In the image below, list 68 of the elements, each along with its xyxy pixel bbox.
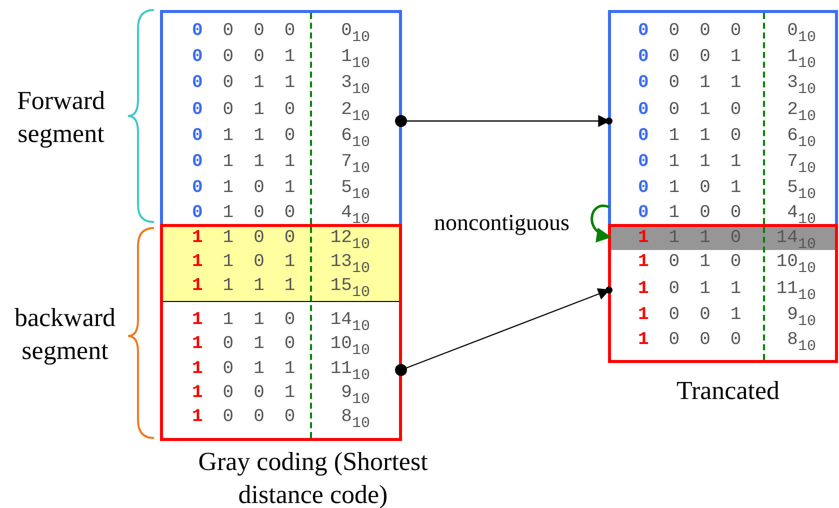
shaded-row [611, 227, 835, 250]
decimal-value: 0$_{10}$ [340, 20, 370, 42]
decimal-value: 15$_{10}$ [329, 275, 370, 297]
decimal-value: 8$_{10}$ [786, 329, 816, 351]
bit-pattern: 0 1 1 0 [638, 125, 746, 147]
bit-pattern: 1 0 1 1 [638, 278, 746, 300]
bit-pattern: 0 1 1 0 [192, 125, 300, 147]
bit-pattern: 0 0 0 0 [192, 20, 300, 42]
bit-pattern: 0 0 0 1 [192, 46, 300, 68]
decimal-value: 3$_{10}$ [786, 72, 816, 94]
decimal-value: 2$_{10}$ [786, 99, 816, 121]
bit-pattern: 0 1 0 1 [192, 177, 300, 199]
bit-pattern: 0 0 0 1 [638, 46, 746, 68]
decimal-value: 13$_{10}$ [329, 251, 370, 273]
decimal-value: 7$_{10}$ [340, 151, 370, 173]
bit-pattern: 0 0 0 0 [638, 20, 746, 42]
decimal-value: 8$_{10}$ [340, 406, 370, 428]
bit-pattern: 1 1 0 0 [192, 227, 300, 249]
bit-pattern: 0 1 0 0 [638, 202, 746, 224]
decimal-value: 6$_{10}$ [786, 125, 816, 147]
decimal-value: 9$_{10}$ [786, 304, 816, 326]
decimal-value: 1$_{10}$ [786, 46, 816, 68]
bit-pattern: 1 0 0 0 [192, 406, 300, 428]
highlighted-rows [163, 227, 399, 302]
decimal-value: 14$_{10}$ [775, 227, 816, 249]
bit-pattern: 0 1 1 1 [192, 151, 300, 173]
text-label: Forward segment [16, 85, 106, 150]
decimal-value: 4$_{10}$ [340, 202, 370, 224]
decimal-value: 0$_{10}$ [786, 20, 816, 42]
decimal-value: 11$_{10}$ [775, 278, 816, 300]
bit-pattern: 0 1 0 0 [192, 202, 300, 224]
bit-pattern: 1 0 0 0 [638, 329, 746, 351]
bit-pattern: 0 0 1 1 [638, 72, 746, 94]
table-box [160, 224, 402, 441]
table-box [608, 224, 838, 363]
decimal-value: 3$_{10}$ [340, 72, 370, 94]
arrow [395, 115, 612, 127]
bit-pattern: 1 0 0 1 [638, 304, 746, 326]
bit-pattern: 1 0 0 1 [192, 382, 300, 404]
text-label: Trancated [675, 375, 780, 407]
bit-pattern: 1 1 1 0 [638, 227, 746, 249]
text-label: backward segment [13, 302, 117, 367]
arrow [590, 204, 612, 241]
decimal-value: 11$_{10}$ [329, 358, 370, 380]
arrow [395, 286, 612, 376]
decimal-value: 1$_{10}$ [340, 46, 370, 68]
bit-pattern: 1 0 1 1 [192, 358, 300, 380]
bit-pattern: 1 0 1 0 [192, 333, 300, 355]
decimal-value: 4$_{10}$ [786, 202, 816, 224]
bit-pattern: 0 0 1 0 [638, 99, 746, 121]
bit-pattern: 1 1 1 1 [192, 275, 300, 297]
decimal-value: 12$_{10}$ [329, 227, 370, 249]
bit-pattern: 0 1 0 1 [638, 177, 746, 199]
decimal-value: 5$_{10}$ [786, 177, 816, 199]
bit-pattern: 1 1 0 1 [192, 251, 300, 273]
decimal-value: 10$_{10}$ [775, 251, 816, 273]
decimal-value: 2$_{10}$ [340, 99, 370, 121]
decimal-value: 6$_{10}$ [340, 125, 370, 147]
decimal-value: 9$_{10}$ [340, 382, 370, 404]
bit-pattern: 0 0 1 0 [192, 99, 300, 121]
bit-pattern: 0 0 1 1 [192, 72, 300, 94]
decimal-value: 14$_{10}$ [329, 309, 370, 331]
bit-pattern: 1 0 1 0 [638, 251, 746, 273]
bit-pattern: 1 1 1 0 [192, 309, 300, 331]
decimal-value: 5$_{10}$ [340, 177, 370, 199]
decimal-value: 10$_{10}$ [329, 333, 370, 355]
decimal-value: 7$_{10}$ [786, 151, 816, 173]
bit-pattern: 0 1 1 1 [638, 151, 746, 173]
